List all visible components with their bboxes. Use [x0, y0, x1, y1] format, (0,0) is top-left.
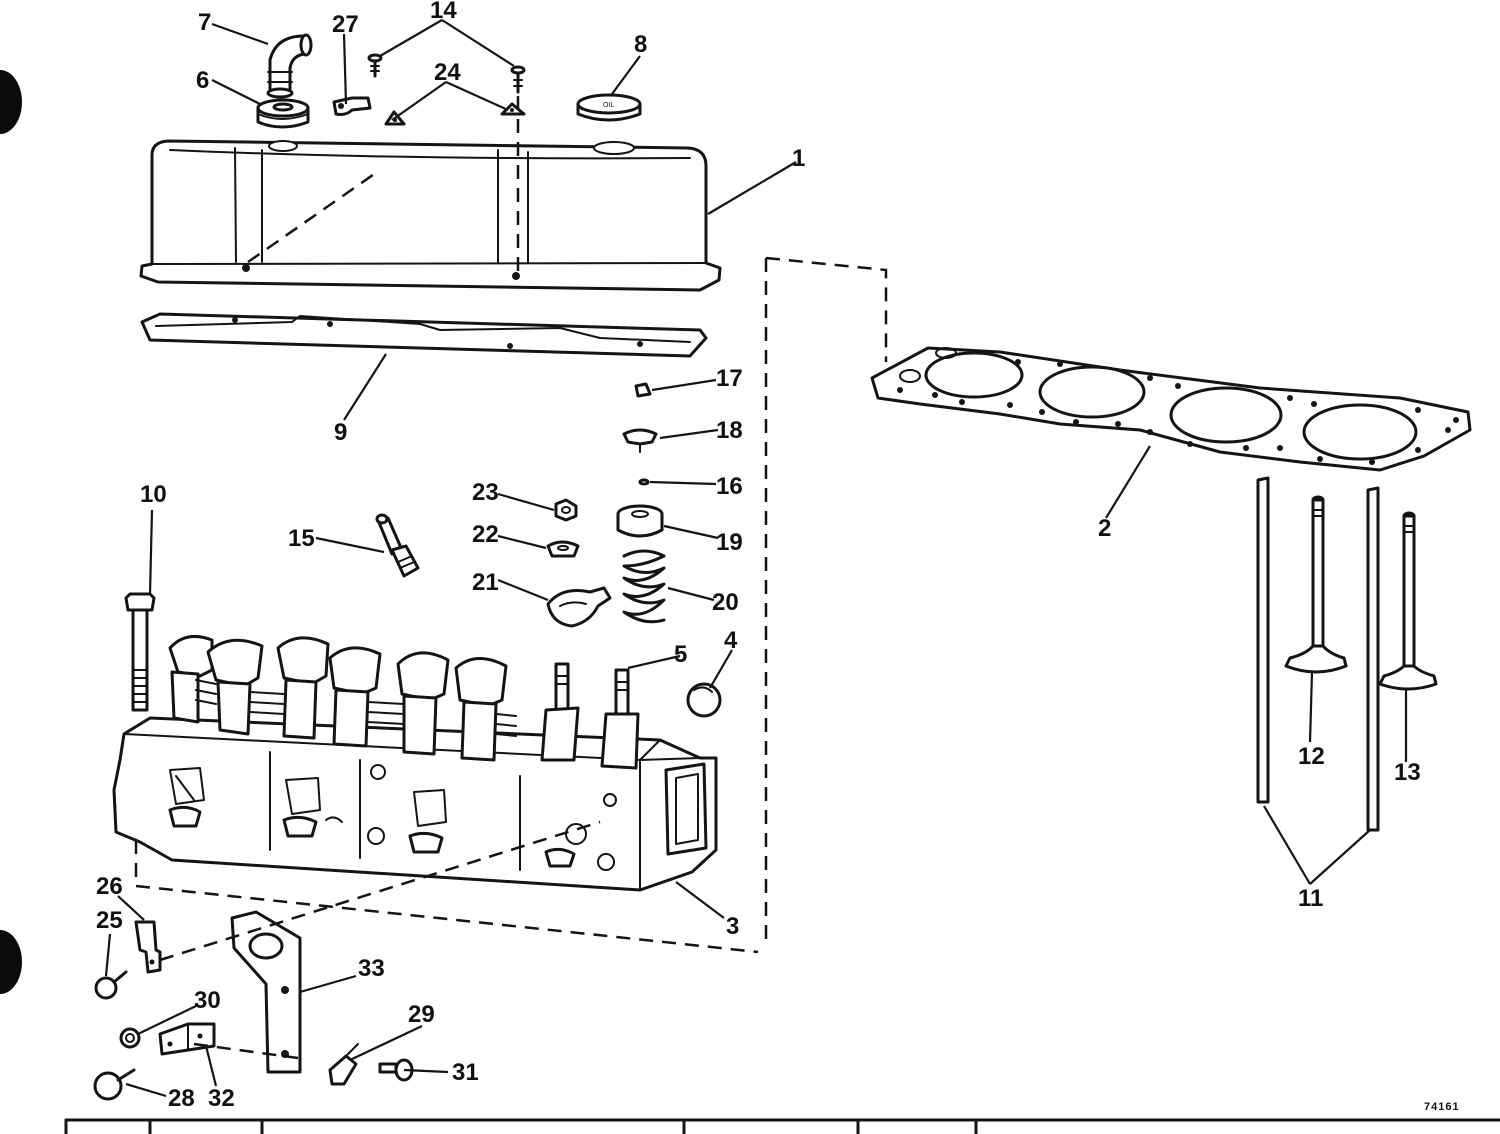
callout-27: 27 — [332, 11, 359, 38]
callout-11: 11 — [1298, 885, 1323, 912]
ground-strap-terminal — [134, 920, 162, 974]
callout-24: 24 — [434, 59, 461, 86]
rocker-arm-row — [168, 634, 517, 762]
callout-10: 10 — [140, 481, 167, 508]
head-gasket — [870, 346, 1472, 472]
grommet — [256, 98, 310, 129]
callout-29: 29 — [408, 1001, 435, 1028]
cover-gasket — [140, 312, 708, 358]
callout-31: 31 — [452, 1059, 479, 1086]
callout-4: 4 — [724, 627, 738, 654]
callout-21: 21 — [472, 569, 499, 596]
wire-bracket — [332, 96, 372, 116]
callout-13: 13 — [1394, 759, 1421, 786]
callout-23: 23 — [472, 479, 499, 506]
callout-17: 17 — [716, 365, 743, 392]
rocker-cover — [139, 139, 722, 292]
callout-33: 33 — [358, 955, 385, 982]
intake-valve — [1284, 495, 1348, 674]
binder-holes — [0, 70, 22, 994]
valve-spring — [622, 549, 666, 624]
spring-cap — [616, 504, 664, 538]
rocker-arm — [546, 586, 612, 628]
temperature-sender — [375, 513, 420, 578]
oil-filler-cap: OIL — [576, 93, 642, 122]
pushrods — [1256, 476, 1380, 832]
callout-5: 5 — [674, 641, 687, 668]
callout-19: 19 — [716, 529, 743, 556]
callout-2: 2 — [1098, 515, 1111, 542]
cover-screws — [367, 53, 526, 94]
oil-deflector — [686, 682, 722, 718]
breather-elbow — [266, 33, 313, 99]
callout-18: 18 — [716, 417, 743, 444]
callout-labels: 1 2 3 4 5 6 7 8 9 10 11 12 13 14 15 16 1… — [96, 0, 1421, 1112]
callout-15: 15 — [288, 525, 315, 552]
small-parts — [546, 382, 658, 558]
callout-8: 8 — [634, 31, 647, 58]
exhaust-valve — [1378, 511, 1438, 691]
cap-marking: OIL — [603, 102, 614, 109]
table-rule — [64, 1118, 1500, 1134]
callout-25: 25 — [96, 907, 123, 934]
callout-22: 22 — [472, 521, 499, 548]
callout-32: 32 — [208, 1085, 235, 1112]
rocker-studs — [540, 662, 640, 770]
alignment-lines — [134, 96, 888, 1060]
callout-14: 14 — [430, 0, 457, 24]
callout-9: 9 — [334, 419, 347, 446]
figure-number: 74161 — [1424, 1101, 1460, 1113]
leader-lines — [104, 19, 1408, 1098]
callout-12: 12 — [1298, 743, 1325, 770]
callout-20: 20 — [712, 589, 739, 616]
callout-30: 30 — [194, 987, 221, 1014]
callout-16: 16 — [716, 473, 743, 500]
callout-3: 3 — [726, 913, 739, 940]
callout-1: 1 — [792, 145, 805, 172]
callout-26: 26 — [96, 873, 123, 900]
callout-7: 7 — [198, 9, 211, 36]
callout-6: 6 — [196, 67, 209, 94]
terminal-block — [158, 1022, 216, 1056]
lifting-bracket — [230, 910, 302, 1074]
bottom-screws — [93, 970, 141, 1101]
callout-28: 28 — [168, 1085, 195, 1112]
head-bolt — [124, 592, 156, 712]
